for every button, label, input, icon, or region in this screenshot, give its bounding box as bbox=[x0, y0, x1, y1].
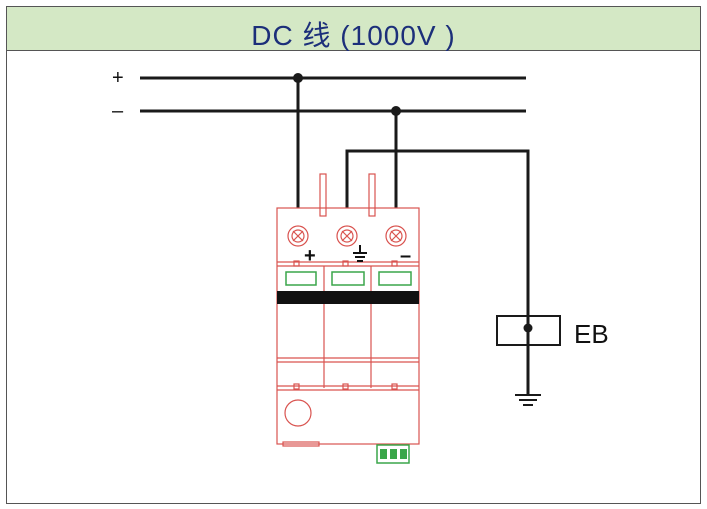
remote-signal-terminal bbox=[376, 444, 410, 464]
spd-tab-right bbox=[368, 173, 376, 217]
title-banner: DC 线 (1000V ) bbox=[7, 7, 700, 51]
status-indicator-2 bbox=[331, 271, 365, 286]
surge-protector-device bbox=[276, 173, 420, 447]
terminal-screw-minus bbox=[385, 225, 407, 247]
terminal-screw-plus bbox=[287, 225, 309, 247]
spd-tab-left bbox=[319, 173, 327, 217]
status-indicator-1 bbox=[285, 271, 317, 286]
earth-wire bbox=[345, 149, 530, 395]
negative-bus-label: – bbox=[112, 100, 124, 122]
status-indicators bbox=[285, 271, 412, 286]
spd-minus-label: – bbox=[400, 245, 411, 267]
spd-round-knob bbox=[284, 399, 312, 427]
terminal-screw-earth bbox=[336, 225, 358, 247]
spd-housing bbox=[276, 207, 420, 445]
status-indicator-3 bbox=[378, 271, 412, 286]
page-title: DC 线 (1000V ) bbox=[251, 20, 456, 51]
ground-symbol-icon bbox=[515, 394, 541, 406]
spd-black-band bbox=[277, 291, 419, 304]
earth-bar-dot bbox=[523, 323, 533, 333]
spd-earth-symbol-icon bbox=[353, 245, 367, 262]
earth-bar-label: EB bbox=[574, 319, 609, 349]
spd-plus-label: + bbox=[304, 245, 316, 267]
diagram-frame bbox=[6, 6, 701, 504]
positive-bus-label: + bbox=[112, 67, 124, 89]
